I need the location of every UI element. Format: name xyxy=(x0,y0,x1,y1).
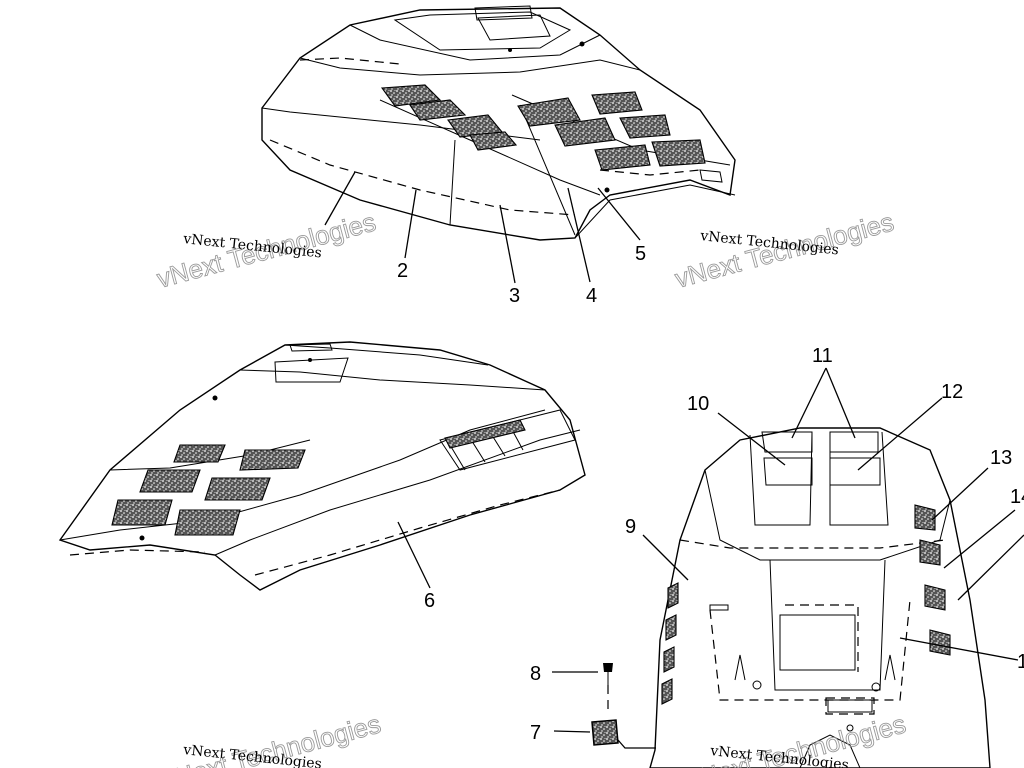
callout-13: 13 xyxy=(990,447,1012,469)
watermark-3: vNext Technologies vNext Technologies xyxy=(158,708,384,768)
callout-10: 10 xyxy=(687,393,709,415)
callout-numbers: 2 3 4 5 6 7 8 9 10 11 12 13 14 1 xyxy=(397,243,1024,744)
fastener-part-8 xyxy=(603,663,613,715)
callout-15: 1 xyxy=(1017,651,1024,673)
callout-4: 4 xyxy=(586,285,597,307)
callout-11: 11 xyxy=(812,345,833,367)
callout-6: 6 xyxy=(424,590,435,612)
watermark-1: vNext Technologies vNext Technologies xyxy=(153,206,379,294)
callout-9: 9 xyxy=(625,516,636,538)
callout-3: 3 xyxy=(509,285,520,307)
grommet-part-7 xyxy=(591,719,656,749)
callout-14: 14 xyxy=(1010,486,1024,508)
watermark-4: vNext Technologies vNext Technologies xyxy=(683,708,909,768)
callout-7: 7 xyxy=(530,722,541,744)
callout-8: 8 xyxy=(530,663,541,685)
callout-12: 12 xyxy=(941,381,963,403)
hood-side-view xyxy=(58,341,586,591)
callout-5: 5 xyxy=(635,243,646,265)
hood-front-view xyxy=(649,427,991,768)
callout-2: 2 xyxy=(397,260,408,282)
callout-leaders xyxy=(324,171,1024,733)
watermark-2: vNext Technologies vNext Technologies xyxy=(671,206,897,294)
hood-top-view xyxy=(261,5,736,241)
